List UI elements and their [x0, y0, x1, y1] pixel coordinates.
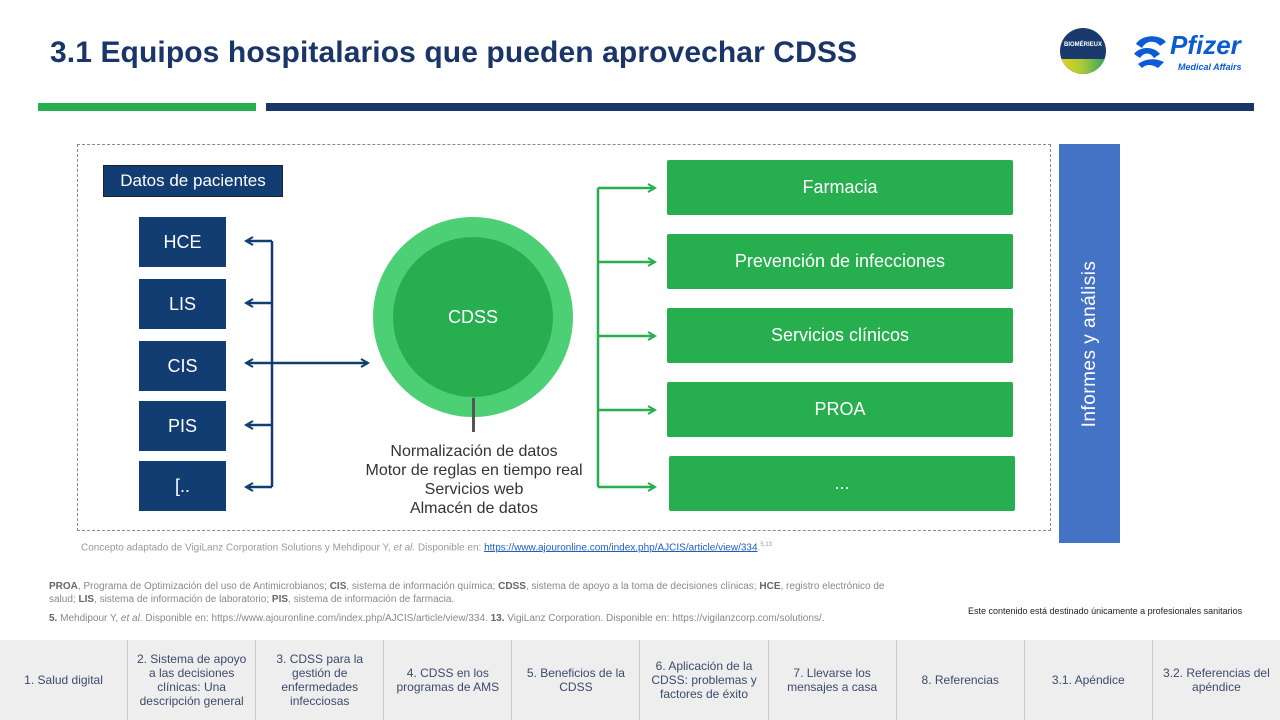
nav-appendix-references[interactable]: 3.2. Referencias del apéndice — [1163, 666, 1270, 694]
def-proa: , Programa de Optimización del uso de An… — [77, 581, 330, 592]
cdss-label: CDSS — [447, 306, 498, 327]
ref-5-available: Disponible en: — [142, 613, 212, 624]
reports-analysis-bar: Informes y análisis — [1059, 144, 1120, 543]
def-pis: , sistema de información de farmacia. — [288, 594, 455, 605]
nav-references[interactable]: 8. Referencias — [897, 640, 1025, 720]
ref-13-number: 13. — [490, 613, 505, 624]
nav-cdss-ams[interactable]: 4. CDSS en los programas de AMS — [384, 640, 513, 720]
nav-key-messages[interactable]: 7. Llevarse los mensajes a casa — [769, 640, 897, 720]
team-proa: PROA — [667, 382, 1013, 437]
professional-disclaimer: Este contenido está destinado únicamente… — [968, 606, 1243, 616]
biomerieux-logo-band — [1060, 59, 1106, 74]
reports-analysis-label: Informes y análisis — [1078, 260, 1100, 427]
nav-cdss-application[interactable]: 6. Aplicación de la CDSS: problemas y fa… — [640, 640, 769, 720]
def-cdss: , sistema de apoyo a la toma de decision… — [525, 581, 760, 592]
ref-5-link[interactable]: https://www.ajouronline.com/index.php/AJ… — [211, 613, 486, 624]
cdss-core: CDSS — [393, 237, 553, 397]
source-lis: LIS — [139, 279, 226, 329]
caption-available: Disponible en: — [415, 542, 485, 554]
caption-text: Concepto adaptado de VigiLanz Corporatio… — [81, 542, 394, 554]
pfizer-logo-word: Pfizer — [1170, 30, 1241, 60]
team-more: ... — [669, 456, 1015, 511]
cdss-function-rules-engine: Motor de reglas en tiempo real — [365, 462, 583, 479]
page-title: 3.1 Equipos hospitalarios que pueden apr… — [50, 36, 858, 69]
patient-data-label: Datos de pacientes — [103, 165, 283, 197]
team-prevencion-infecciones: Prevención de infecciones — [667, 234, 1013, 289]
ref-13-text: VigiLanz Corporation. Disponible en: — [504, 613, 673, 624]
abbr-lis: LIS — [78, 594, 95, 605]
abbreviations-note: PROA, Programa de Optimización del uso d… — [49, 580, 909, 606]
source-other: [.. — [139, 461, 226, 511]
source-cis: CIS — [139, 341, 226, 391]
nav-cdss-infectious-disease[interactable]: 3. CDSS para la gestión de enfermedades … — [256, 640, 385, 720]
cdss-function-normalization: Normalización de datos — [390, 443, 558, 460]
caption-refs: 5,13 — [760, 542, 773, 548]
ref-5-text: Mehdipour Y, — [57, 613, 121, 624]
cdss-function-web-services: Servicios web — [424, 481, 524, 498]
def-hce: , registro electrónico de salud; — [49, 581, 885, 605]
abbr-pis: PIS — [271, 594, 289, 605]
cdss-function-data-store: Almacén de datos — [409, 500, 539, 517]
cdss-stem — [472, 398, 475, 432]
ref-5-etal: et al. — [120, 613, 143, 624]
abbr-cdss: CDSS — [498, 581, 526, 592]
abbr-cis: CIS — [329, 581, 347, 592]
cdss-functions: Normalización de datos Motor de reglas e… — [354, 442, 594, 518]
ref-13-link[interactable]: https://vigilanzcorp.com/solutions/ — [672, 613, 822, 624]
section-navigation: 1. Salud digital 2. Sistema de apoyo a l… — [0, 640, 1280, 720]
references-note: 5. Mehdipour Y, et al. Disponible en: ht… — [49, 613, 825, 624]
nav-salud-digital[interactable]: 1. Salud digital — [0, 640, 129, 720]
caption-etal: et al. — [393, 542, 416, 554]
pfizer-logo-subtitle: Medical Affairs — [1178, 62, 1242, 72]
abbr-hce: HCE — [759, 581, 781, 592]
diagram-frame — [77, 144, 1051, 531]
source-pis: PIS — [139, 401, 226, 451]
biomerieux-logo-text: BIOMÉRIEUX — [1063, 42, 1102, 48]
nav-cdss-benefits[interactable]: 5. Beneficios de la CDSS — [512, 640, 641, 720]
abbr-proa: PROA — [49, 581, 78, 592]
def-cis: , sistema de información química; — [346, 581, 499, 592]
source-hce: HCE — [139, 217, 226, 267]
pfizer-swirl-icon — [1134, 36, 1166, 68]
ref-5-number: 5. — [49, 613, 58, 624]
team-servicios-clinicos: Servicios clínicos — [667, 308, 1013, 363]
header-accent-bar-green — [38, 103, 256, 111]
nav-appendix[interactable]: 3.1. Apéndice — [1025, 640, 1153, 720]
nav-cdss-overview[interactable]: 2. Sistema de apoyo a las decisiones clí… — [128, 640, 257, 720]
def-lis: , sistema de información de laboratorio; — [94, 594, 272, 605]
source-caption: Concepto adaptado de VigiLanz Corporatio… — [81, 542, 773, 554]
pfizer-logo: Pfizer Medical Affairs — [1130, 28, 1255, 78]
caption-link[interactable]: https://www.ajouronline.com/index.php/AJ… — [484, 542, 758, 554]
biomerieux-logo: BIOMÉRIEUX — [1060, 28, 1106, 74]
team-farmacia: Farmacia — [667, 160, 1013, 215]
header-accent-bar-navy — [266, 103, 1254, 111]
